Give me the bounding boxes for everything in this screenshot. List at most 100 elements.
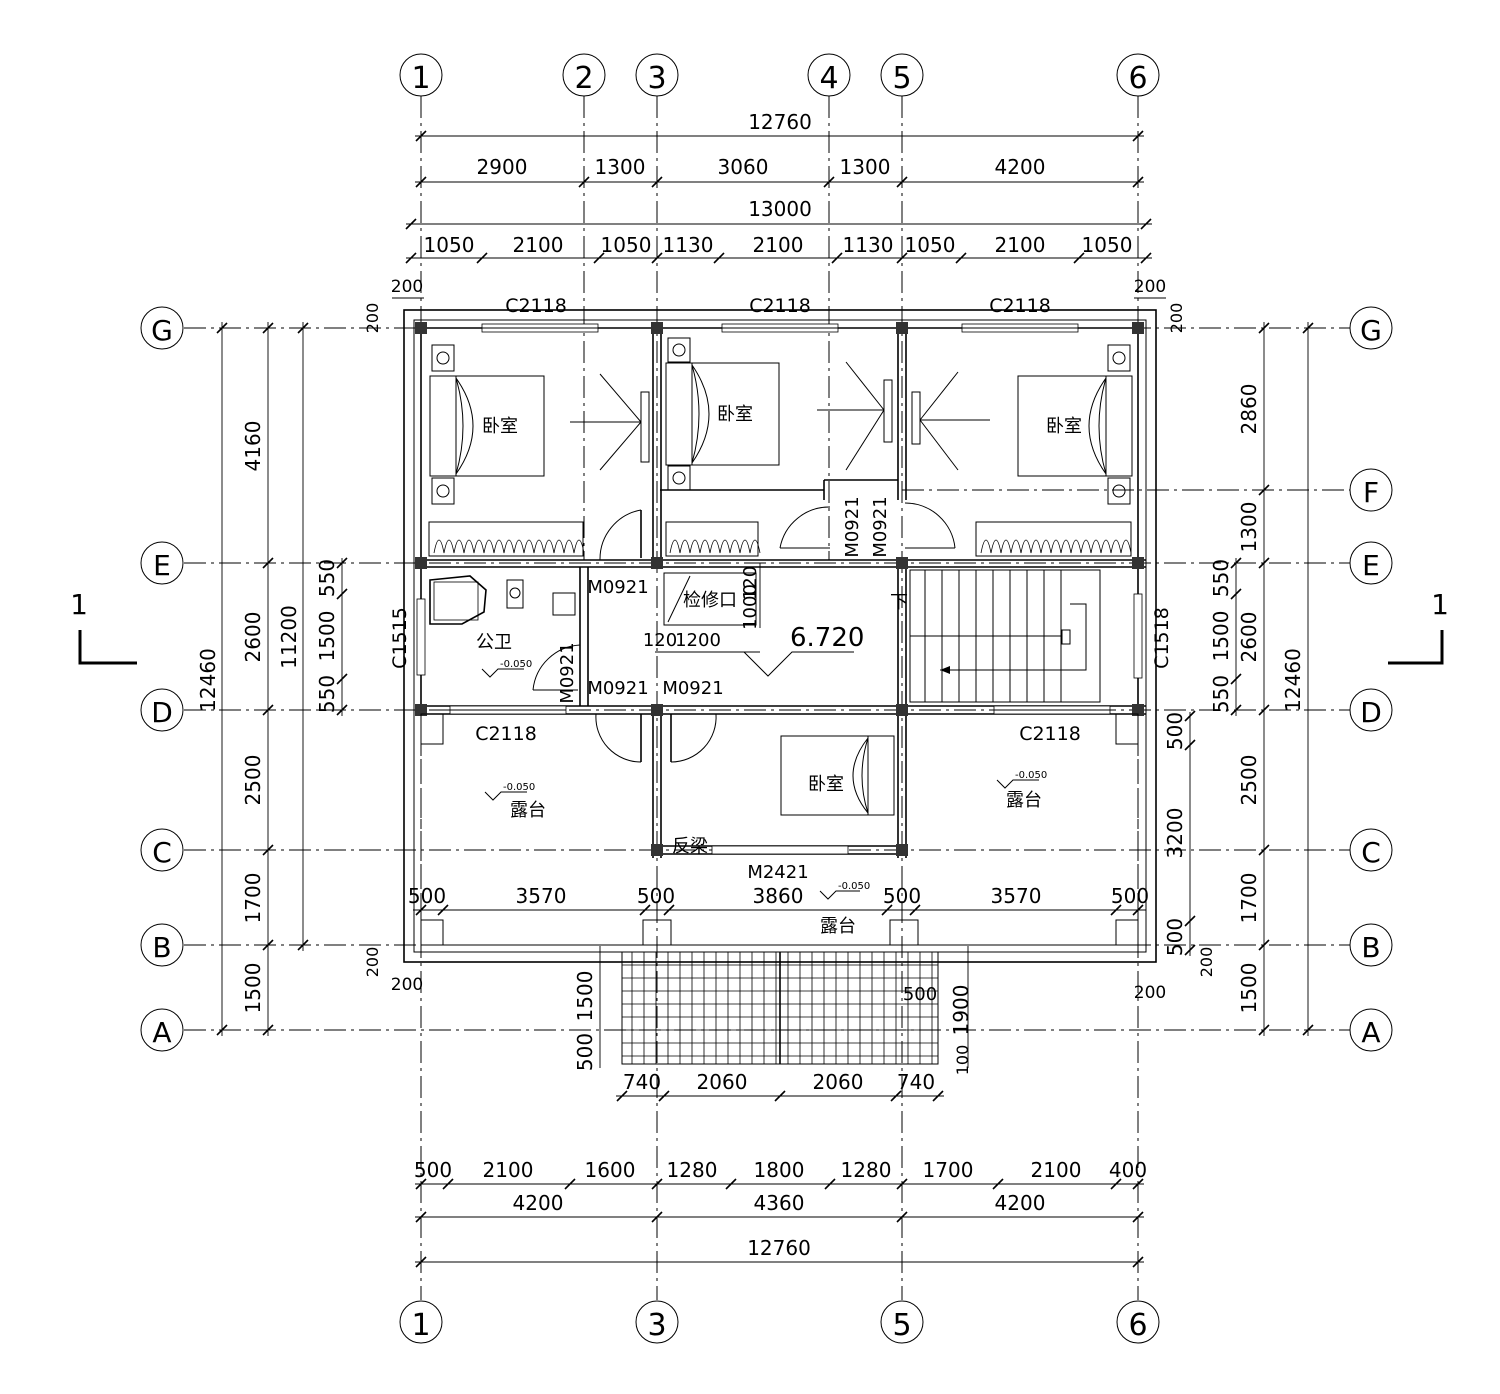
axis-bubble-G-right: G (1349, 306, 1393, 350)
dim-right-stair-3200: 3200 (1163, 808, 1187, 859)
svg-text:5: 5 (892, 61, 911, 96)
svg-text:6: 6 (1128, 1308, 1147, 1343)
room-terrace-left: 露台 (510, 800, 546, 821)
svg-text:A: A (152, 1016, 171, 1049)
grid-lines (184, 96, 1350, 1300)
section-mark-left: 1 (70, 588, 88, 621)
svg-text:G: G (151, 314, 173, 347)
axis-bubble-5-top: 5 (880, 53, 924, 97)
dim-right-1700: 1700 (1237, 873, 1261, 924)
stair-down-label: 下 (890, 592, 908, 613)
level-marks: 6.720 -0.050 -0.050 -0.050 -0.050 (481, 623, 1047, 900)
dim-right-1500-win: 1500 (1209, 611, 1233, 662)
dim-right-2600: 2600 (1237, 612, 1261, 663)
dim-left-200-top: 200 (363, 303, 382, 334)
dim-left-1500: 1500 (241, 963, 265, 1014)
dim-left-200-corner: 200 (391, 975, 423, 995)
dim-right-550b: 550 (1209, 675, 1233, 713)
doors: M0921 M0921 M0921 M0921 M0921 M0921 M242… (532, 496, 956, 883)
dim-right-1500: 1500 (1237, 963, 1261, 1014)
floor-level: 6.720 (790, 623, 864, 653)
dim-left-2600: 2600 (241, 612, 265, 663)
window-label-c1518: C1518 (1151, 607, 1173, 669)
section-mark-right: 1 (1431, 588, 1449, 621)
dim-right-200-corner: 200 (1134, 983, 1166, 1003)
dim-balcony-3860: 3860 (753, 884, 804, 908)
dim-top-4200: 4200 (995, 155, 1046, 179)
svg-text:3: 3 (647, 61, 666, 96)
axis-bubble-4-top: 4 (807, 53, 851, 97)
dim-top-overall: 12760 (748, 110, 812, 134)
room-labels: 卧室 卧室 卧室 卧室 公卫 露台 露台 露台 反梁 (476, 404, 1082, 937)
dim-bottom-1800: 1800 (754, 1158, 805, 1182)
axis-bubble-6-bottom: 6 (1116, 1300, 1160, 1344)
dim-right-2500: 2500 (1237, 755, 1261, 806)
room-bedroom-3: 卧室 (1046, 416, 1082, 437)
dim-canopy-500: 500 (573, 1033, 597, 1071)
dim-top-2900: 2900 (477, 155, 528, 179)
svg-text:C: C (152, 836, 172, 869)
svg-text:2: 2 (574, 61, 593, 96)
dim-right-1300: 1300 (1237, 502, 1261, 553)
dim-right-2860: 2860 (1237, 384, 1261, 435)
dim-top-2100b: 2100 (753, 233, 804, 257)
dim-canopy-740a: 740 (623, 1070, 661, 1094)
dim-left-550b: 550 (315, 675, 339, 713)
dim-balcony-500a: 500 (408, 884, 446, 908)
svg-text:D: D (1360, 696, 1382, 729)
room-terrace-front: 露台 (820, 916, 856, 937)
dim-left-550a: 550 (315, 559, 339, 597)
dim-balcony-3570a: 3570 (516, 884, 567, 908)
svg-text:F: F (1363, 476, 1379, 509)
dim-right-stair-500a: 500 (1163, 712, 1187, 750)
svg-text:1: 1 (411, 1308, 430, 1343)
axis-bubble-3-bottom: 3 (635, 1300, 679, 1344)
window-label-c2118-4: C2118 (475, 723, 537, 745)
dim-bottom-1280a: 1280 (667, 1158, 718, 1182)
bath-level: -0.050 (500, 659, 532, 670)
dim-bottom-4200b: 4200 (995, 1191, 1046, 1215)
axis-bubble-1-bottom: 1 (399, 1300, 443, 1344)
dim-bottom-1280b: 1280 (841, 1158, 892, 1182)
axis-bubble-G-left: G (140, 306, 184, 350)
windows: C2118 C2118 C2118 C2118 C2118 C1515 C151… (389, 295, 1173, 745)
dim-balcony-500c: 500 (883, 884, 921, 908)
dim-left-200-bottom: 200 (363, 947, 382, 978)
axis-bubble-A-right: A (1349, 1008, 1393, 1052)
door-label-m0921-b: M0921 (870, 496, 891, 557)
dim-bottom-2100a: 2100 (483, 1158, 534, 1182)
top-dimensions: 12760 2900 1300 3060 1300 4200 13000 105… (391, 110, 1166, 299)
window-label-c2118-1: C2118 (505, 295, 567, 317)
dim-top-200-left: 200 (391, 277, 423, 297)
room-bathroom: 公卫 (476, 632, 512, 653)
dim-top-1050a: 1050 (424, 233, 475, 257)
dim-bottom-2100b: 2100 (1031, 1158, 1082, 1182)
dim-canopy-500-right: 500 (903, 984, 937, 1005)
balcony-dimensions: 500 3570 500 3860 500 3570 500 (408, 884, 1149, 916)
axis-bubble-D-left: D (140, 688, 184, 732)
structural-columns (415, 322, 1144, 856)
dim-canopy-100: 100 (953, 1045, 972, 1076)
dim-top-2100a: 2100 (513, 233, 564, 257)
svg-text:E: E (1362, 549, 1380, 582)
dim-top-1050d: 1050 (1082, 233, 1133, 257)
dim-canopy-740b: 740 (897, 1070, 935, 1094)
dim-balcony-500d: 500 (1111, 884, 1149, 908)
dim-hatch-wall: 120 (740, 566, 761, 600)
room-terrace-right: 露台 (1006, 790, 1042, 811)
window-label-c2118-2: C2118 (749, 295, 811, 317)
dim-left-12460: 12460 (196, 648, 220, 712)
right-dimensions: 2860 1300 2600 2500 1700 1500 12460 550 … (1134, 303, 1314, 1036)
window-label-c2118-5: C2118 (1019, 723, 1081, 745)
dim-top-1050c: 1050 (905, 233, 956, 257)
dim-top-1130a: 1130 (663, 233, 714, 257)
dim-hatch-wall2: 120 (643, 630, 677, 651)
dim-left-1500-win: 1500 (315, 611, 339, 662)
dim-canopy-2060a: 2060 (697, 1070, 748, 1094)
dim-top-1300b: 1300 (840, 155, 891, 179)
svg-text:D: D (151, 696, 173, 729)
axis-bubble-A-left: A (140, 1008, 184, 1052)
room-bedroom-2: 卧室 (717, 404, 753, 425)
terrace-level-left: -0.050 (503, 782, 535, 793)
room-bedroom-1: 卧室 (482, 416, 518, 437)
